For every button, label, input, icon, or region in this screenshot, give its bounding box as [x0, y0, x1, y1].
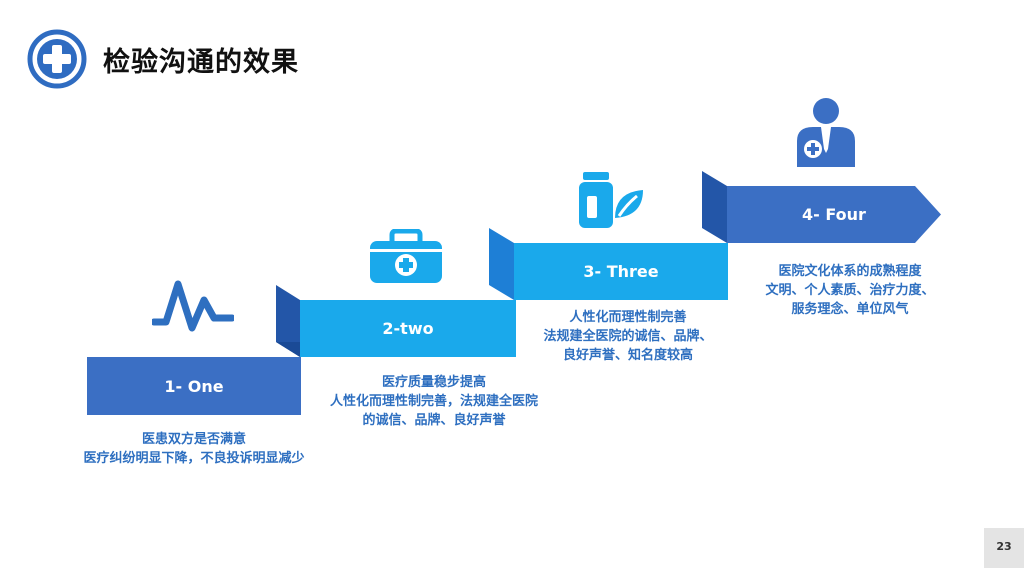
medical-cross-icon: [27, 29, 87, 89]
doctor-icon: [797, 98, 855, 167]
step-4-description: 医院文化体系的成熟程度 文明、个人素质、治疗力度、 服务理念、单位风气: [736, 262, 964, 319]
step-4-arrow-shape: [727, 186, 941, 243]
step-1-bar: 1- One: [87, 357, 301, 415]
step-2-bar: 2-two: [300, 300, 516, 357]
step-1-desc-line: 医疗纠纷明显下降，不良投诉明显减少: [83, 451, 305, 466]
step-4-desc-line: 服务理念、单位风气: [791, 302, 909, 317]
step-1-desc-line: 医患双方是否满意: [141, 432, 246, 447]
step-2-label: 2-two: [382, 319, 434, 338]
medicine-bottle-leaf-icon: [579, 172, 643, 228]
step-4-label: 4- Four: [802, 205, 866, 224]
page-number-box: [984, 528, 1024, 568]
step-2-desc-line: 人性化而理性制完善，法规建全医院: [329, 394, 538, 409]
step-2-desc-line: 医疗质量稳步提高: [381, 375, 486, 390]
step-3-desc-line: 良好声誉、知名度较高: [562, 348, 693, 363]
page-number: 23: [996, 540, 1012, 553]
step-4-desc-line: 文明、个人素质、治疗力度、: [765, 283, 935, 298]
step-4-arrow: 4- Four: [727, 186, 941, 243]
step-3-bar: 3- Three: [514, 243, 728, 300]
step-4-desc-line: 医院文化体系的成熟程度: [778, 264, 922, 279]
step-3-label: 3- Three: [583, 262, 659, 281]
heartbeat-icon: [152, 280, 234, 332]
step-3-description: 人性化而理性制完善 法规建全医院的诚信、品牌、 良好声誉、知名度较高: [510, 308, 746, 365]
step-3-desc-line: 法规建全医院的诚信、品牌、: [543, 329, 713, 344]
step-2-description: 医疗质量稳步提高 人性化而理性制完善，法规建全医院 的诚信、品牌、良好声誉: [286, 373, 582, 430]
page-title: 检验沟通的效果: [103, 47, 299, 78]
step-3-desc-line: 人性化而理性制完善: [569, 310, 687, 325]
step-1-label: 1- One: [164, 376, 224, 396]
first-aid-kit-icon: [370, 229, 442, 283]
step-1-description: 医患双方是否满意 医疗纠纷明显下降，不良投诉明显减少: [44, 430, 344, 468]
step-2-desc-line: 的诚信、品牌、良好声誉: [362, 413, 506, 428]
